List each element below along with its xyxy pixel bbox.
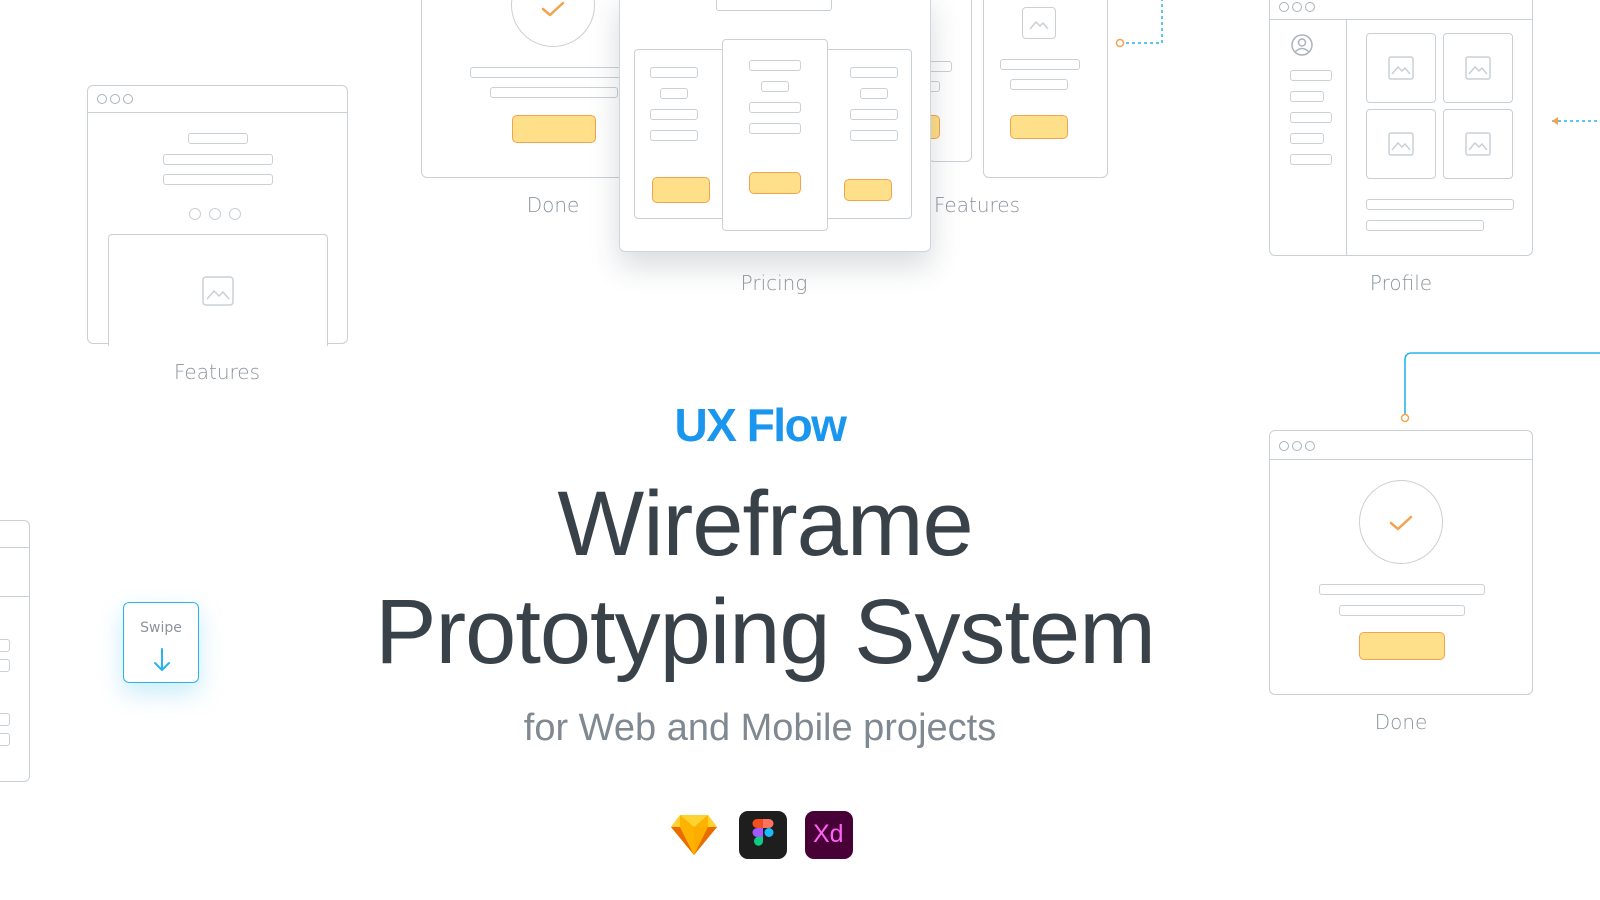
text-placeholder <box>1010 79 1068 90</box>
profile-sidebar <box>1346 19 1347 255</box>
text-placeholder <box>1000 59 1080 70</box>
features-wireframe-top[interactable] <box>983 0 1108 178</box>
headline-line-2: Prototyping System <box>375 581 1156 683</box>
done-button-placeholder <box>512 115 596 143</box>
cta-button-placeholder <box>1010 115 1068 139</box>
user-avatar-icon <box>1291 34 1313 56</box>
gallery-image-placeholder <box>1366 109 1436 179</box>
heading-placeholder <box>716 0 832 11</box>
window-titlebar <box>88 86 347 113</box>
plan-button-placeholder <box>844 179 892 201</box>
image-icon <box>1465 56 1491 80</box>
image-icon <box>202 275 234 306</box>
text-placeholder <box>163 154 273 165</box>
text-placeholder <box>470 67 630 78</box>
window-dots-icon <box>1279 441 1315 451</box>
product-kicker: UX Flow <box>674 399 847 451</box>
headline-line-1: Wireframe <box>557 473 973 575</box>
caption-done-right: Done <box>1374 710 1428 734</box>
done-button-placeholder <box>1359 632 1445 660</box>
profile-wireframe[interactable] <box>1269 0 1533 256</box>
text-placeholder <box>490 87 618 98</box>
partial-wireframe-left <box>0 520 30 782</box>
image-icon <box>1388 56 1414 80</box>
image-placeholder <box>1022 7 1056 39</box>
text-placeholder <box>163 174 273 185</box>
caption-done-top: Done <box>526 193 580 217</box>
image-placeholder <box>108 234 328 346</box>
caption-features-top: Features <box>934 193 1020 217</box>
window-titlebar <box>1270 431 1532 460</box>
image-icon <box>1388 132 1414 156</box>
caption-features-left: Features <box>174 360 260 384</box>
featured-plan <box>722 39 828 231</box>
features-wireframe-back <box>926 0 972 162</box>
adobe-xd-logo-icon: Xd <box>805 811 853 859</box>
done-wireframe-right[interactable] <box>1269 430 1533 695</box>
success-circle <box>1359 480 1443 564</box>
pagination-dots-icon <box>189 208 241 220</box>
success-circle <box>511 0 595 47</box>
heading-placeholder <box>188 133 248 144</box>
check-icon <box>1389 515 1413 531</box>
sketch-logo-icon <box>671 815 717 855</box>
figma-logo-icon <box>739 811 787 859</box>
gallery-image-placeholder <box>1443 109 1513 179</box>
image-icon <box>1029 20 1049 30</box>
done-wireframe-top[interactable] <box>421 0 641 178</box>
window-dots-icon <box>97 94 133 104</box>
plan-button-placeholder <box>652 177 710 203</box>
swipe-gesture-card[interactable]: Swipe <box>123 602 199 683</box>
window-titlebar <box>1270 0 1532 20</box>
pricing-wireframe[interactable] <box>619 0 931 252</box>
caption-profile: Profile <box>1369 271 1433 295</box>
arrow-down-icon <box>154 648 170 671</box>
features-wireframe-left[interactable] <box>87 85 348 346</box>
gallery-image-placeholder <box>1366 33 1436 103</box>
subheadline: for Web and Mobile projects <box>523 707 997 749</box>
image-icon <box>1465 132 1491 156</box>
caption-pricing: Pricing <box>740 271 808 295</box>
plan-button-placeholder <box>749 172 801 194</box>
window-dots-icon <box>1279 2 1315 12</box>
swipe-label: Swipe <box>140 620 182 636</box>
check-icon <box>541 1 565 17</box>
gallery-image-placeholder <box>1443 33 1513 103</box>
xd-label: Xd <box>813 820 844 848</box>
